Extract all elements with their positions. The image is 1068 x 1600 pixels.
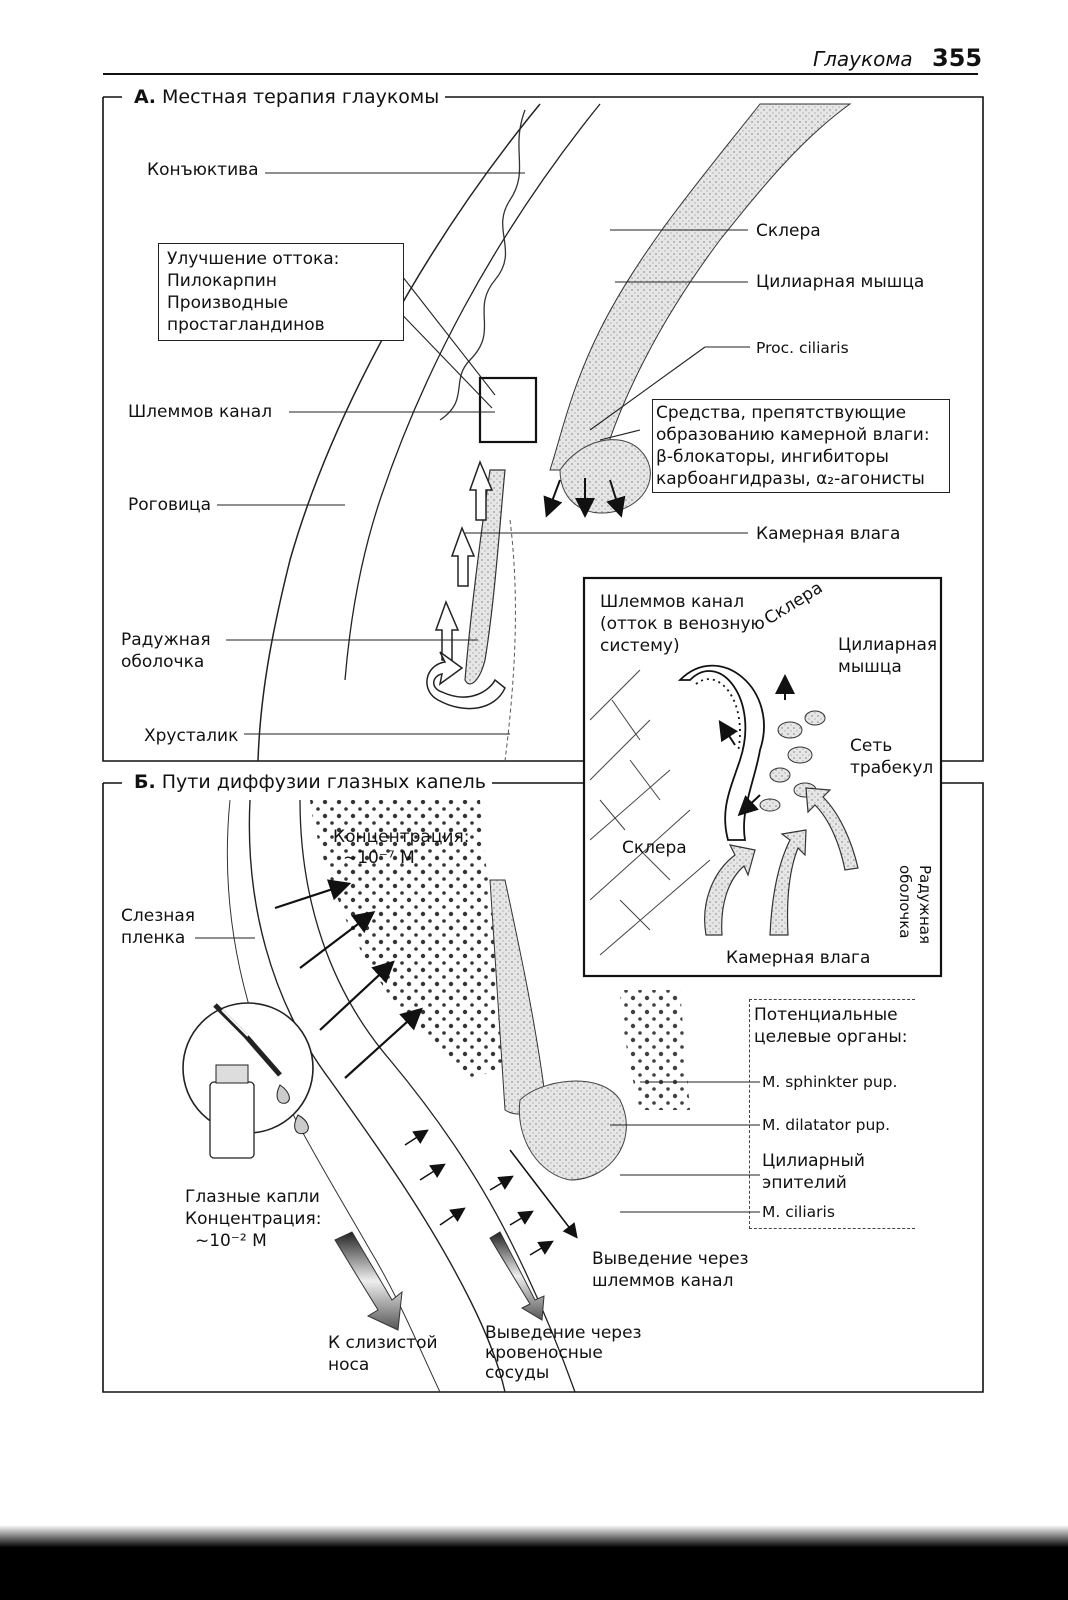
outflow-drug-1: Пилокарпин [167, 271, 277, 291]
label-iris: Радужная оболочка [121, 629, 211, 673]
panel-b-leaders [195, 937, 760, 1213]
target-sphincter: M. sphinkter pup. [762, 1073, 898, 1091]
eye-drop-bottle-illustration [182, 1002, 314, 1159]
blood-exit-line2: кровеносные [485, 1343, 603, 1363]
production-drugs-2: карбоангидразы, α₂-агонисты [656, 469, 925, 489]
scan-edge-shadow [0, 1525, 1068, 1600]
production-title-1: Средства, препятствующие [656, 403, 907, 423]
schlemm-exit-line2: шлеммов канал [592, 1271, 734, 1291]
nasal-mucosa-label: К слизистой носа [328, 1332, 438, 1376]
eye-drops-line3: ~10⁻² М [195, 1231, 267, 1251]
concentration-label: Концентрация: ~10⁻⁷ М [333, 827, 469, 869]
blood-exit-line3: сосуды [485, 1363, 550, 1383]
diffusion-dots-chamber [620, 990, 690, 1110]
inset-trabecular-line1: Сеть [850, 736, 893, 756]
concentration-value: ~10⁻⁷ М [343, 848, 415, 868]
schlemm-exit-line1: Выведение через [592, 1249, 749, 1269]
label-conjunctiva: Конъюктива [147, 160, 259, 180]
target-ciliary-epithelium-line1: Цилиарный [762, 1151, 865, 1171]
conjunctiva-edge [439, 109, 526, 421]
cornea-b-outer [248, 799, 506, 1393]
panel-a-frame [102, 96, 984, 762]
schlemm-exit-label: Выведение через шлеммов канал [592, 1248, 749, 1292]
eye-drops-label: Глазные капли Концентрация: ~10⁻² М [185, 1186, 321, 1252]
nasal-drain-arrow [334, 1231, 403, 1331]
inset-schlemm-label: Шлеммов канал (отток в венозную систему) [600, 591, 765, 657]
production-title-2: образованию камерной влаги: [656, 425, 930, 445]
panel-b-letter: Б. [134, 771, 156, 793]
running-head-title: Глаукома [813, 47, 913, 71]
label-ciliary-muscle: Цилиарная мышца [756, 272, 925, 292]
label-iris-line2: оболочка [121, 652, 205, 672]
target-dilatator: M. dilatator pup. [762, 1116, 891, 1134]
blood-drain-arrow [489, 1231, 545, 1321]
concentration-title: Концентрация: [333, 827, 470, 847]
nasal-mucosa-line2: носа [328, 1355, 370, 1375]
outflow-title: Улучшение оттока: [167, 249, 340, 269]
outflow-drugs-box: Улучшение оттока: Пилокарпин Производные… [158, 243, 404, 341]
tear-film-line1: Слезная [121, 906, 195, 926]
panel-a-heading: А. Местная терапия глаукомы [128, 86, 446, 108]
target-ciliaris: M. ciliaris [762, 1203, 835, 1221]
inset-ciliary-label: Цилиарная мышца [838, 634, 937, 678]
targets-title: Потенциальные целевые органы: [754, 1004, 907, 1048]
panel-a-letter: А. [134, 86, 156, 108]
tear-film-label: Слезная пленка [121, 905, 195, 949]
target-organs-box [749, 999, 915, 1229]
label-iris-line1: Радужная [121, 630, 211, 650]
schlemm-highlight-box [478, 376, 538, 444]
blood-exit-line1: Выведение через [485, 1323, 642, 1343]
inset-trabecular-label: Сеть трабекул [850, 735, 934, 779]
eye-drops-line2: Концентрация: [185, 1209, 322, 1229]
cornea-outer [257, 103, 541, 762]
production-drugs-1: β-блокаторы, ингибиторы [656, 447, 889, 467]
iris-shape [464, 469, 506, 685]
lens-edge [504, 519, 516, 762]
label-cornea: Роговица [128, 495, 212, 515]
secretion-arrows [543, 478, 626, 518]
cornea-inner [344, 103, 601, 681]
production-drugs-box: Средства, препятствующие образованию кам… [652, 399, 950, 493]
panel-b-heading: Б. Пути диффузии глазных капель [128, 771, 492, 793]
inset-ciliary-line1: Цилиарная [838, 635, 938, 655]
panel-b-title: Пути диффузии глазных капель [161, 771, 486, 793]
panel-a-leaders [217, 172, 750, 735]
small-arrows [404, 1129, 578, 1256]
page-number: 355 [932, 44, 983, 72]
inset-iris-label: Радужная оболочка [896, 865, 934, 945]
label-schlemm-canal: Шлеммов канал [128, 402, 273, 422]
label-aqueous: Камерная влага [756, 524, 901, 544]
label-sclera: Склера [756, 221, 821, 241]
outflow-drug-2a: Производные [167, 293, 289, 313]
label-proc-ciliaris: Proc. ciliaris [756, 339, 849, 357]
targets-title-line2: целевые органы: [754, 1027, 908, 1047]
nasal-mucosa-line1: К слизистой [328, 1333, 438, 1353]
eye-drops-line1: Глазные капли [185, 1187, 320, 1207]
inset-schlemm-line1: Шлеммов канал [600, 592, 745, 612]
diffusion-arrows [274, 879, 423, 1079]
aqueous-flow-arrows [426, 459, 506, 710]
inset-ciliary-line2: мышца [838, 657, 902, 677]
outflow-drug-2b: простагландинов [167, 315, 325, 335]
tear-film-line2: пленка [121, 928, 186, 948]
target-ciliary-epithelium-line2: эпителий [762, 1173, 847, 1193]
inset-schlemm-line3: систему) [600, 636, 680, 656]
target-ciliary-epithelium: Цилиарный эпителий [762, 1150, 865, 1194]
targets-title-line1: Потенциальные [754, 1005, 898, 1025]
diffusion-dots-region [310, 800, 520, 1080]
inset-sclera-left: Склера [622, 838, 687, 858]
panel-a-title: Местная терапия глаукомы [161, 86, 440, 108]
iris-b-shape [489, 879, 546, 1115]
blood-exit-label: Выведение через кровеносные сосуды [485, 1323, 642, 1383]
inset-schlemm-line2: (отток в венозную [600, 614, 765, 634]
panel-b-frame [102, 782, 984, 1393]
ciliary-b-shape [518, 1080, 627, 1181]
inset-aqueous-label: Камерная влага [726, 948, 871, 968]
label-lens: Хрусталик [144, 726, 239, 746]
inset-trabecular-line2: трабекул [850, 758, 934, 778]
